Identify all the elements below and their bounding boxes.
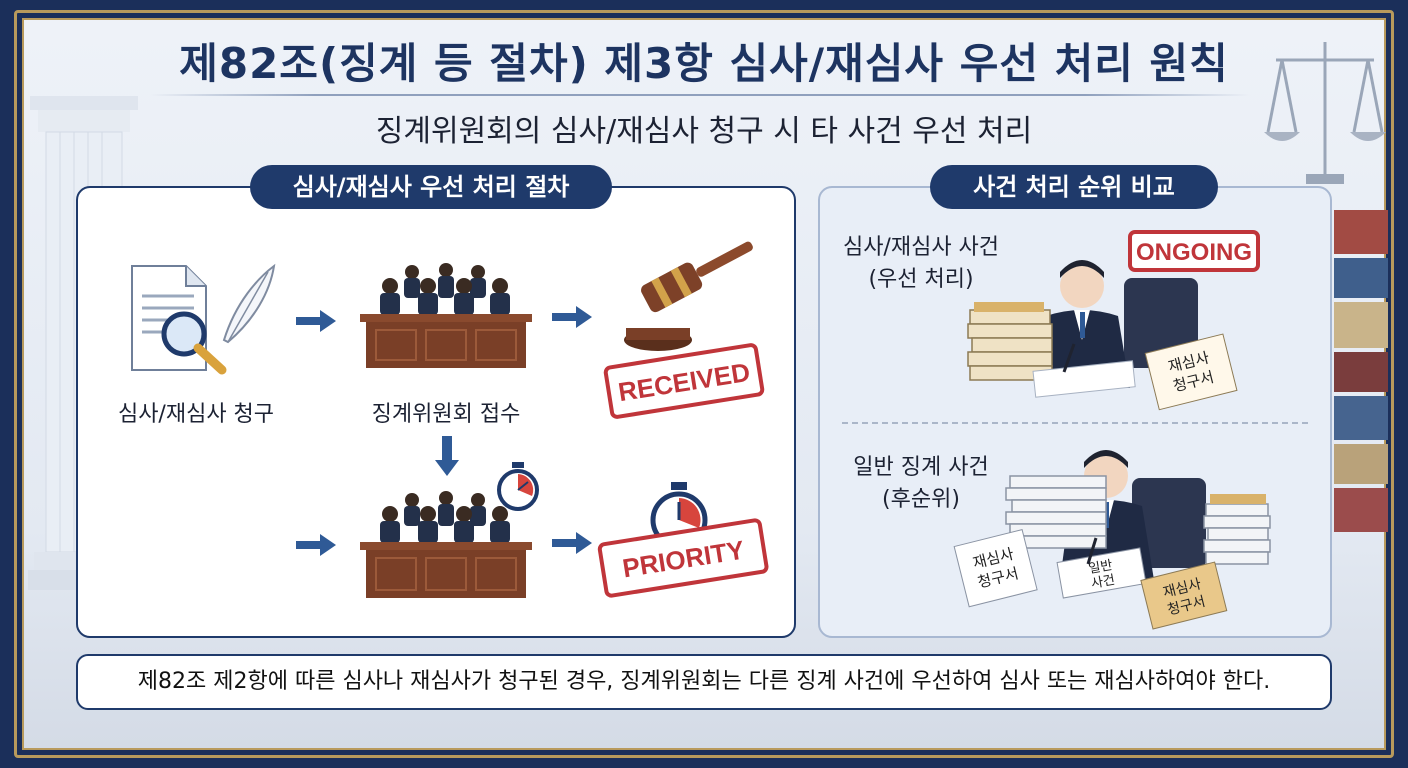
priority-case-note: (우선 처리) (868, 267, 974, 292)
committee-bench-icon (360, 263, 532, 368)
ongoing-badge-text: ONGOING (1136, 239, 1252, 266)
books-decoration-icon (1334, 210, 1388, 532)
arrow-right-icon (296, 310, 336, 332)
priority-case-label: 심사/재심사 사건 (우선 처리) (826, 232, 1016, 296)
arrow-right-icon (552, 306, 592, 328)
outer-frame (14, 10, 1394, 758)
general-doc-mid-1: 일반 (1088, 558, 1114, 577)
arrow-right-icon (296, 534, 336, 556)
ongoing-badge: ONGOING (1128, 230, 1260, 272)
procedure-panel-heading: 심사/재심사 우선 처리 절차 (250, 165, 612, 209)
general-case-label: 일반 징계 사건 (후순위) (826, 452, 1016, 516)
received-stamp: RECEIVED (603, 343, 765, 419)
comparison-panel-heading: 사건 처리 순위 비교 (930, 165, 1218, 209)
officer-backlog-icon: 재심사 청구서 일반 사건 재심사 청구서 (953, 450, 1271, 630)
title-divider (150, 94, 1250, 96)
step-label-receive: 징계위원회 접수 (371, 402, 521, 427)
priority-case-title: 심사/재심사 사건 (842, 235, 1000, 260)
rule-summary-box: 제82조 제2항에 따른 심사나 재심사가 청구된 경우, 징계위원회는 다른 … (76, 654, 1332, 710)
priority-stamp: PRIORITY (597, 518, 769, 598)
document-search-icon (131, 263, 276, 375)
scales-decoration-icon (1264, 42, 1386, 184)
general-case-title: 일반 징계 사건 (853, 455, 989, 480)
stopwatch-icon (497, 462, 539, 511)
step-label-request: 심사/재심사 청구 (117, 402, 275, 427)
arrow-down-icon (435, 436, 459, 476)
page-title: 제82조(징계 등 절차) 제3항 심사/재심사 우선 처리 원칙 (179, 39, 1229, 88)
comparison-divider (842, 422, 1308, 424)
page-subtitle: 징계위원회의 심사/재심사 청구 시 타 사건 우선 처리 (375, 114, 1033, 149)
general-doc-mid-2: 사건 (1090, 573, 1116, 592)
committee-bench-icon (360, 491, 532, 598)
arrow-right-icon (552, 532, 592, 554)
gavel-icon (624, 241, 753, 351)
general-case-note: (후순위) (882, 487, 960, 512)
officer-working-icon: 재심사 청구서 (967, 260, 1238, 411)
